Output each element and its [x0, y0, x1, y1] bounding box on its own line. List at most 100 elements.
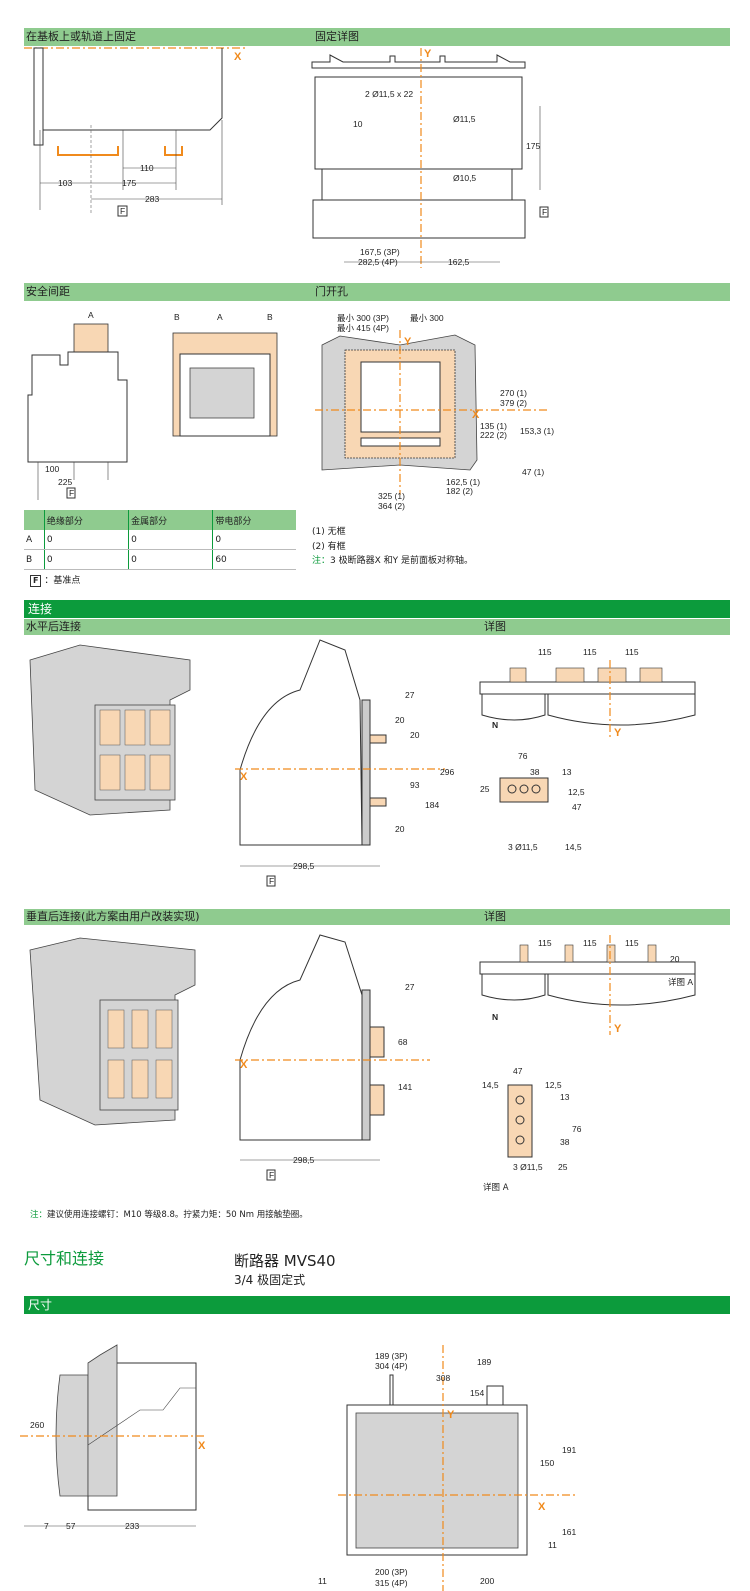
- svg-text:110: 110: [140, 163, 154, 173]
- svg-text:F: F: [269, 1170, 274, 1180]
- svg-text:189 (3P): 189 (3P): [375, 1351, 408, 1361]
- svg-text:298,5: 298,5: [293, 861, 315, 871]
- svg-text:13: 13: [562, 767, 572, 777]
- svg-text:20: 20: [670, 954, 680, 964]
- mounting-side-drawing: X 110 103 175 283 F: [24, 47, 245, 217]
- datum-box: F: [30, 575, 42, 587]
- svg-text:X: X: [198, 1440, 206, 1452]
- dimensions-front-drawing: Y X 189 (3P) 304 (4P) 189 308 154 191 15…: [318, 1345, 578, 1591]
- svg-text:12,5: 12,5: [568, 787, 585, 797]
- svg-text:93: 93: [410, 780, 420, 790]
- svg-text:Y: Y: [614, 727, 622, 739]
- svg-text:260: 260: [30, 1420, 44, 1430]
- svg-text:191: 191: [562, 1445, 576, 1455]
- section-title: 安全间距: [26, 285, 70, 298]
- svg-text:233: 233: [125, 1521, 139, 1531]
- vertical-detail-drawing: Y 115 115 115 20 详图 A N 47 14,5 12,5 13 …: [479, 935, 696, 1172]
- section-title: 固定详图: [315, 30, 359, 43]
- table-cell: 0: [212, 530, 296, 550]
- section-header-horizontal: 水平后连接 详图: [24, 619, 730, 635]
- section-title: 水平后连接: [26, 620, 81, 633]
- table-cell: 0: [43, 549, 129, 570]
- svg-text:47: 47: [513, 1066, 523, 1076]
- svg-text:2 Ø11,5 x 22: 2 Ø11,5 x 22: [365, 89, 413, 99]
- svg-text:最小 300 (3P): 最小 300 (3P): [337, 313, 389, 323]
- vertical-connection-side-drawing: X 27 68 141 298,5 F: [235, 934, 430, 1181]
- section-title: 垂直后连接(此方案由用户改装实现): [26, 910, 200, 923]
- note-label: 注：: [312, 556, 331, 566]
- svg-text:47 (1): 47 (1): [522, 467, 544, 477]
- section-header-mounting: 在基板上或轨道上固定 固定详图: [24, 28, 730, 46]
- svg-text:103: 103: [58, 178, 72, 188]
- clearance-side-drawing: A 100 225 F: [27, 310, 128, 500]
- svg-text:162,5: 162,5: [448, 257, 470, 267]
- svg-text:175: 175: [526, 141, 540, 151]
- bolt-note: 注：建议使用连接螺钉：M10 等级8.8。拧紧力矩：50 Nm 用接触垫圈。: [30, 1208, 308, 1220]
- section-header-connection: 连接: [24, 600, 730, 618]
- datum-label: ：基准点: [44, 576, 81, 586]
- svg-text:283: 283: [145, 194, 159, 204]
- svg-text:308: 308: [436, 1373, 450, 1383]
- mounting-detail-drawing: Y 2 Ø11,5 x 22 10 Ø11,5 175 Ø10,5 F 167,…: [311, 48, 549, 268]
- door-cutout-drawing: Y X 最小 300 (3P) 最小 415 (4P) 最小 300 270 (…: [315, 313, 554, 511]
- svg-text:X: X: [240, 1059, 248, 1071]
- svg-text:315 (4P): 315 (4P): [375, 1578, 408, 1588]
- svg-text:A: A: [88, 310, 94, 320]
- note-label: 注：: [30, 1210, 48, 1220]
- svg-text:Y: Y: [447, 1409, 455, 1421]
- svg-text:X: X: [234, 51, 242, 63]
- svg-text:222 (2): 222 (2): [480, 430, 507, 440]
- svg-text:200: 200: [480, 1576, 494, 1586]
- svg-text:184: 184: [425, 800, 439, 810]
- svg-text:167,5 (3P): 167,5 (3P): [360, 247, 400, 257]
- datum-legend: F ：基准点: [30, 573, 80, 587]
- svg-text:14,5: 14,5: [565, 842, 582, 852]
- svg-text:298,5: 298,5: [293, 1155, 315, 1165]
- svg-text:57: 57: [66, 1521, 76, 1531]
- svg-text:20: 20: [395, 824, 405, 834]
- svg-text:F: F: [542, 207, 547, 217]
- product-title: 断路器 MVS40: [234, 1252, 336, 1270]
- svg-text:76: 76: [572, 1124, 582, 1134]
- horizontal-detail-drawing: Y 115 115 115 N 76 38 13 25 12,5 47 3 Ø1…: [479, 647, 696, 852]
- svg-text:20: 20: [410, 730, 420, 740]
- svg-text:115: 115: [625, 938, 639, 948]
- svg-text:10: 10: [353, 119, 363, 129]
- svg-text:189: 189: [477, 1357, 491, 1367]
- table-cell: 0: [128, 530, 213, 550]
- svg-text:F: F: [269, 876, 274, 886]
- svg-text:225: 225: [58, 477, 72, 487]
- svg-text:B: B: [174, 312, 180, 322]
- svg-text:12,5: 12,5: [545, 1080, 562, 1090]
- svg-text:200 (3P): 200 (3P): [375, 1567, 408, 1577]
- note-text: 3 极断路器X 和Y 是前面板对称轴。: [330, 556, 473, 566]
- svg-text:Y: Y: [424, 48, 432, 60]
- section-title: 连接: [28, 602, 53, 616]
- section-title: 详图: [484, 910, 506, 923]
- svg-text:115: 115: [538, 647, 552, 657]
- svg-text:X: X: [240, 771, 248, 783]
- column-header: 绝缘部分: [43, 510, 129, 530]
- horizontal-connection-3d-view: [29, 644, 191, 816]
- svg-text:304 (4P): 304 (4P): [375, 1361, 408, 1371]
- svg-text:N: N: [492, 720, 498, 730]
- svg-text:B: B: [267, 312, 273, 322]
- section-header-vertical: 垂直后连接(此方案由用户改装实现) 详图: [24, 909, 730, 925]
- svg-text:76: 76: [518, 751, 528, 761]
- section-title: 门开孔: [315, 285, 348, 298]
- svg-text:162,5 (1): 162,5 (1): [446, 477, 480, 487]
- svg-text:175: 175: [122, 178, 136, 188]
- svg-text:38: 38: [560, 1137, 570, 1147]
- svg-text:F: F: [69, 488, 74, 498]
- svg-text:153,3 (1): 153,3 (1): [520, 426, 554, 436]
- svg-text:270 (1): 270 (1): [500, 388, 527, 398]
- svg-text:115: 115: [583, 647, 597, 657]
- column-header: 带电部分: [212, 510, 296, 530]
- svg-text:161: 161: [562, 1527, 576, 1537]
- svg-text:X: X: [538, 1501, 546, 1513]
- svg-text:282,5 (4P): 282,5 (4P): [358, 257, 398, 267]
- svg-text:F: F: [120, 206, 125, 216]
- svg-text:Ø10,5: Ø10,5: [453, 173, 476, 183]
- svg-text:11: 11: [318, 1576, 327, 1586]
